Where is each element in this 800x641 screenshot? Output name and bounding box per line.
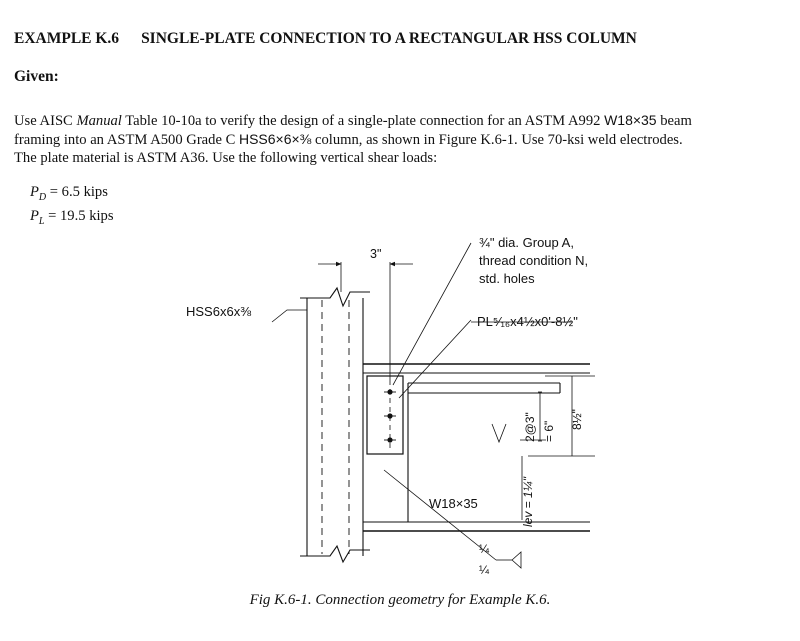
problem-statement: Use AISC Manual Table 10-10a to verify t… — [14, 111, 794, 167]
lev-label: lev = 1¼" — [521, 476, 535, 527]
load-value: = 19.5 kips — [44, 207, 114, 224]
load-value: = 6.5 kips — [46, 184, 108, 200]
statement-text: Table 10-10a to verify the design of a s… — [121, 113, 605, 129]
figure-caption: Fig K.6-1. Connection geometry for Examp… — [249, 592, 551, 608]
column-label: HSS6x6x⅜ — [186, 304, 251, 319]
weld-leader — [383, 469, 497, 561]
column-designation: HSS6×6×⅜ — [238, 131, 312, 147]
column-break-top — [300, 286, 370, 308]
weld-size-top: ¼ — [479, 542, 490, 556]
bolt-note-line-1: ¾" dia. Group A, — [479, 235, 574, 250]
statement-line-2: framing into an ASTM A500 Grade C HSS6×6… — [14, 130, 794, 149]
statement-line-3: The plate material is ASTM A36. Use the … — [14, 150, 438, 166]
live-load: PL = 19.5 kips — [30, 207, 114, 231]
statement-text: beam — [656, 113, 692, 129]
bolt-leader — [392, 242, 472, 386]
load-symbol: P — [30, 184, 39, 200]
given-label: Given: — [14, 68, 59, 85]
load-symbol: P — [30, 207, 39, 224]
bolt-note-line-3: std. holes — [479, 271, 535, 286]
column-break-bottom — [300, 544, 370, 564]
bolt-note-line-2: thread condition N, — [479, 253, 588, 268]
statement-text: column, as shown in Figure K.6-1. Use 70… — [311, 132, 683, 148]
plate-depth-label: 8½" — [570, 409, 584, 430]
shear-plate — [366, 375, 404, 455]
example-title: SINGLE-PLATE CONNECTION TO A RECTANGULAR… — [141, 30, 637, 47]
beam-designation: W18×35 — [604, 112, 657, 128]
beam-label: W18×35 — [429, 496, 478, 511]
statement-line-1: Use AISC Manual Table 10-10a to verify t… — [14, 111, 794, 130]
load-subscript: D — [38, 191, 47, 203]
dim-break-mark — [491, 423, 507, 444]
plate-leader — [398, 319, 472, 399]
shear-loads: PD = 6.5 kips PL = 19.5 kips — [30, 183, 114, 231]
bolt-spacing-label: 2@3" — [523, 412, 537, 442]
example-number: EXAMPLE K.6 — [14, 30, 120, 47]
statement-text: framing into an ASTM A500 Grade C — [14, 132, 239, 148]
example-heading: EXAMPLE K.6 SINGLE-PLATE CONNECTION TO A … — [14, 30, 637, 48]
manual-italic: Manual — [76, 113, 122, 129]
dim-3in-label: 3" — [370, 247, 381, 261]
weld-tail — [511, 551, 522, 569]
dead-load: PD = 6.5 kips — [30, 183, 114, 207]
plate-label: PL⁵⁄₁₆x4½x0'-8½" — [477, 314, 578, 329]
bolt-spacing-total-label: = 6" — [542, 421, 556, 442]
column-leader — [271, 309, 307, 323]
statement-text: Use AISC — [14, 113, 77, 129]
weld-size-bottom: ¼ — [479, 563, 490, 577]
load-subscript: L — [38, 215, 45, 227]
